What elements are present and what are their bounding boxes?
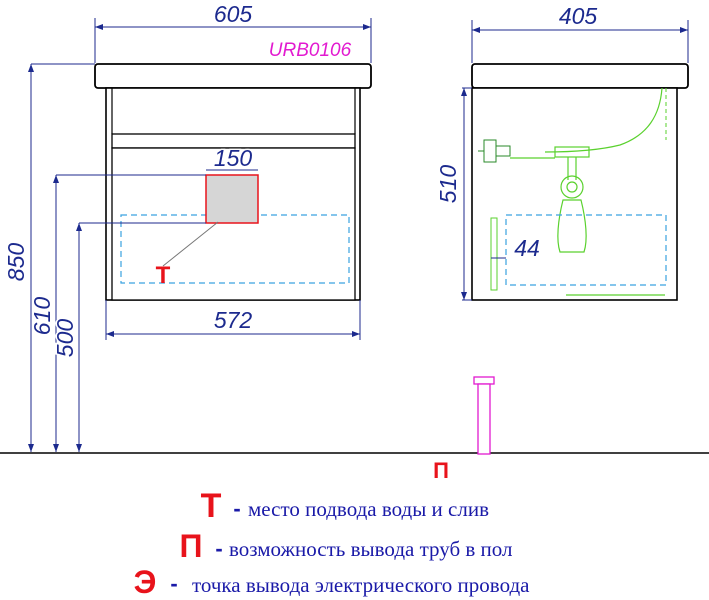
legend-item-electric: Э - точка вывода электрического провода	[134, 564, 531, 600]
floor-pipe	[473, 376, 495, 455]
dim-572-arrow-left	[106, 331, 114, 337]
connector-block	[483, 139, 497, 163]
legend-separator: -	[233, 496, 240, 521]
side-view: 405 44	[434, 2, 689, 301]
side-offset-label: 44	[514, 235, 540, 261]
front-width-label: 605	[214, 1, 253, 27]
side-inner-drawer-hidden	[505, 214, 667, 286]
dim-610-arrow-bottom	[53, 444, 59, 452]
floor-mark-p: П	[433, 458, 449, 483]
floor-pipe-cap	[473, 376, 495, 385]
legend-item-floor: П - возможность вывода труб в пол	[180, 528, 513, 564]
connector-fitting	[495, 145, 511, 157]
siphon-drain-cap	[554, 146, 590, 158]
dim-610-arrow-top	[53, 175, 59, 183]
side-depth-label: 405	[559, 3, 598, 29]
siphon	[510, 146, 665, 296]
model-code: URB0106	[269, 40, 352, 61]
dim-605-arrow-left	[95, 24, 103, 30]
legend-symbol-e: Э	[134, 564, 157, 600]
legend-symbol-p: П	[180, 528, 203, 564]
height-610-label: 610	[29, 297, 55, 336]
dim-510-arrow-top	[461, 88, 467, 96]
dim-850-arrow-bottom	[28, 444, 34, 452]
dim-500-arrow-top	[76, 223, 82, 231]
legend-separator: -	[215, 536, 222, 561]
water-leader-line	[162, 221, 219, 267]
front-view: 605 URB0106 150 Т 572 850	[2, 0, 372, 452]
siphon-trap	[560, 175, 584, 199]
legend-text-water: место подвода воды и слив	[248, 497, 489, 521]
wall-connector	[478, 139, 511, 163]
box-width-label: 150	[214, 145, 253, 171]
dim-405-arrow-right	[680, 27, 688, 33]
height-850-label: 850	[3, 243, 29, 282]
dim-405-arrow-left	[472, 27, 480, 33]
side-basin-top	[471, 63, 689, 89]
siphon-bottle	[557, 199, 587, 253]
side-cabinet-body	[471, 87, 678, 301]
legend-text-floor: возможность вывода труб в пол	[229, 537, 513, 561]
legend-symbol-t: Т	[201, 487, 222, 525]
front-drawer	[111, 147, 356, 301]
dim-572-arrow-right	[352, 331, 360, 337]
water-mark-t: Т	[156, 262, 171, 289]
water-supply-area	[205, 174, 259, 224]
side-height-label: 510	[435, 165, 461, 204]
height-500-label: 500	[52, 319, 78, 358]
dim-850-arrow-top	[28, 64, 34, 72]
siphon-trap-inner	[566, 181, 578, 193]
dim-500-arrow-bottom	[76, 444, 82, 452]
inner-width-label: 572	[214, 307, 253, 333]
legend-separator: -	[170, 571, 177, 596]
front-basin-top	[94, 63, 372, 89]
floor-pipe-body	[477, 383, 491, 455]
legend-text-electric: точка вывода электрического провода	[192, 573, 530, 597]
legend: Т - место подвода воды и слив П - возмож…	[134, 487, 531, 600]
side-basin-bowl	[544, 87, 663, 153]
dim-605-arrow-right	[363, 24, 371, 30]
legend-item-water: Т - место подвода воды и слив	[201, 487, 489, 525]
side-drawer-front	[490, 217, 498, 291]
dim-510-arrow-bottom	[461, 292, 467, 300]
